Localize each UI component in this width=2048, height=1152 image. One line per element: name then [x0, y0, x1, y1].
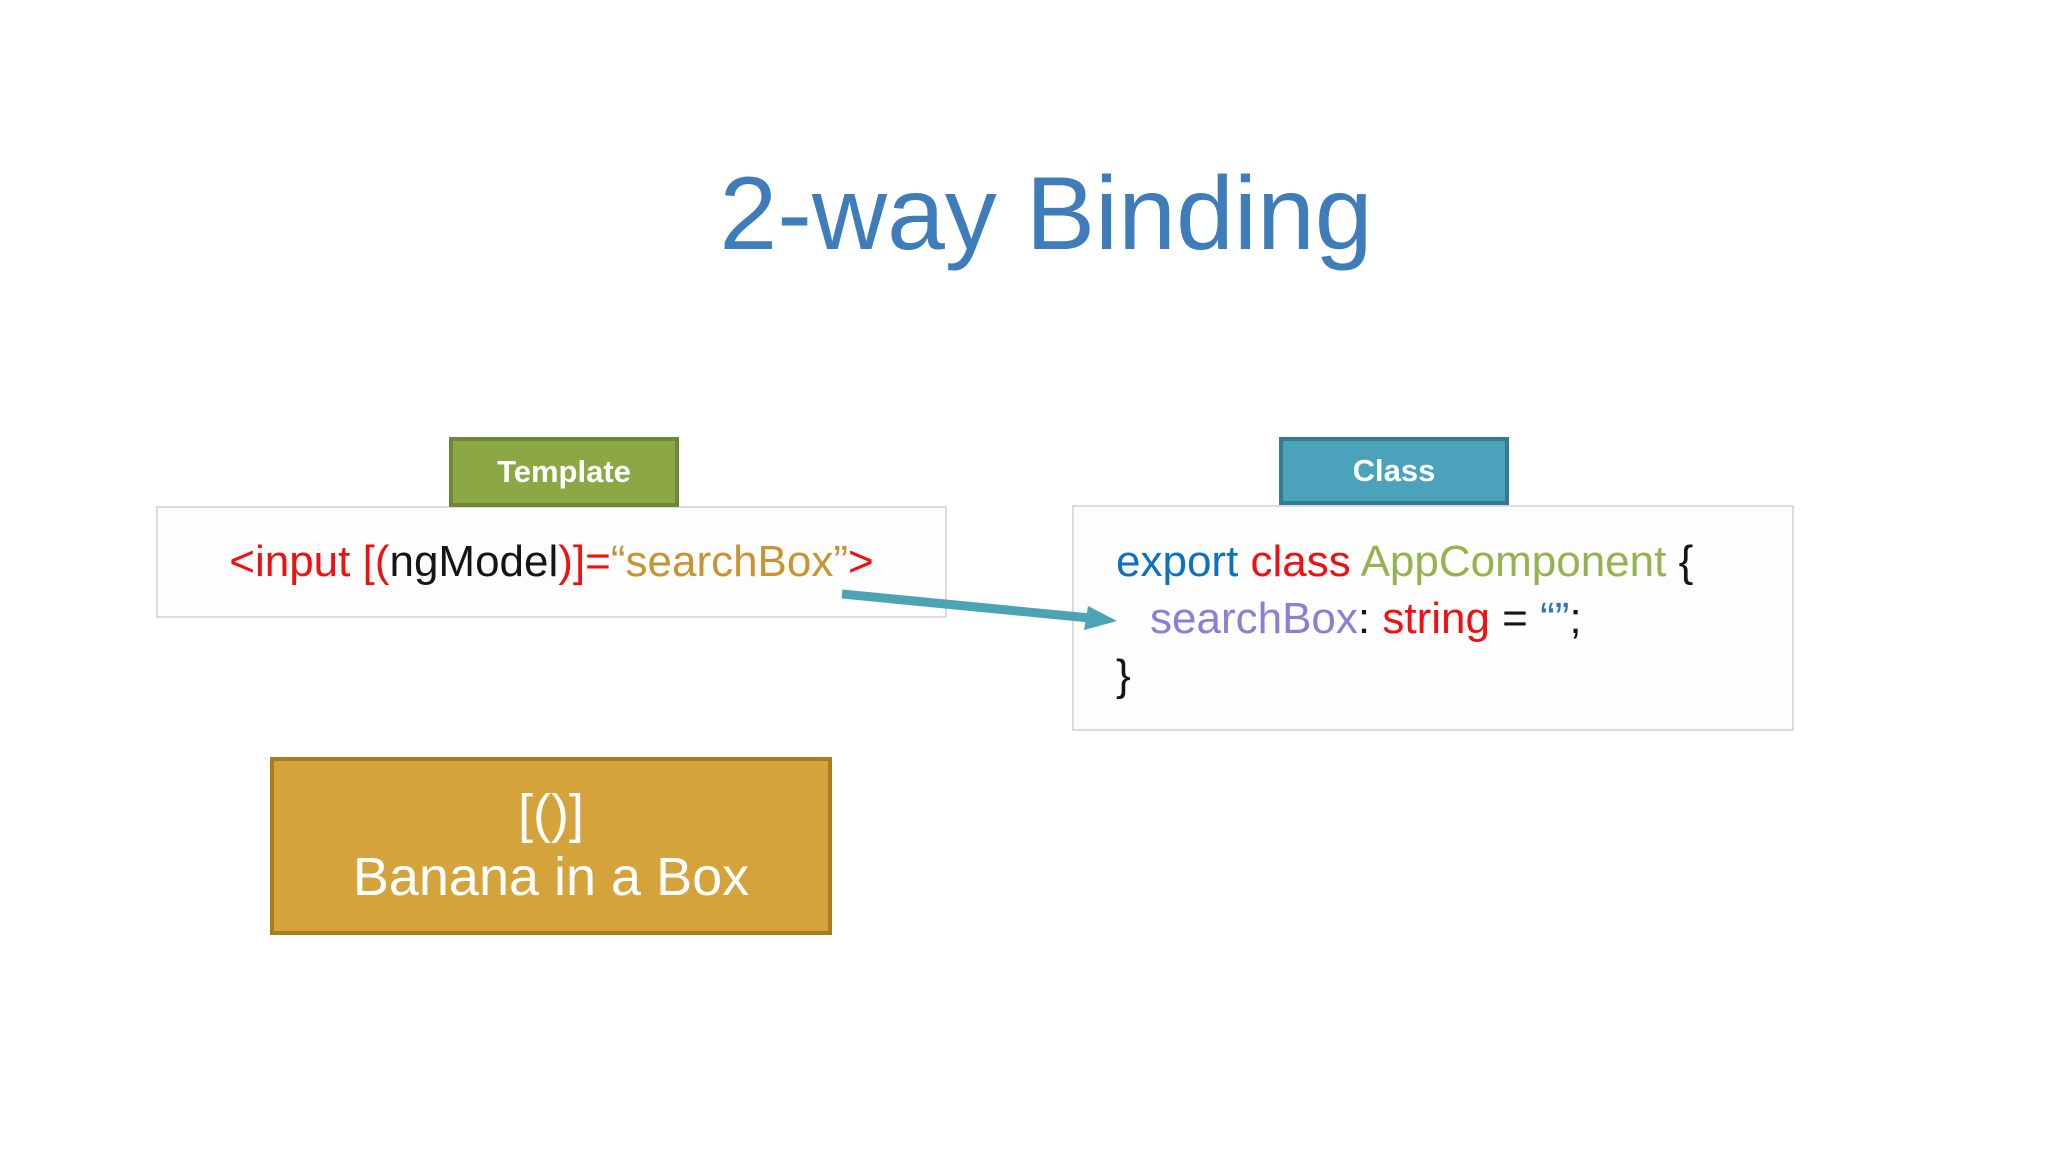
- code-segment: :: [1357, 594, 1383, 643]
- banana-in-a-box-callout: [()] Banana in a Box: [270, 757, 832, 935]
- code-segment: “”: [1540, 594, 1570, 643]
- code-segment: “searchBox”: [610, 537, 849, 586]
- code-segment: =: [1489, 594, 1541, 643]
- banana-symbol: [()]: [518, 784, 584, 844]
- class-code-line: export class AppComponent {: [1116, 533, 1792, 590]
- class-tag: Class: [1279, 437, 1509, 505]
- code-segment: {: [1678, 537, 1694, 586]
- template-code-box: <input [(ngModel)]=“searchBox”>: [156, 506, 947, 618]
- code-segment: )]=: [558, 537, 611, 586]
- code-segment: >: [848, 537, 874, 586]
- template-code-line: <input [(ngModel)]=“searchBox”>: [229, 537, 873, 587]
- banana-caption: Banana in a Box: [352, 847, 750, 907]
- code-segment: searchBox: [1150, 594, 1358, 643]
- class-tag-label: Class: [1352, 453, 1436, 488]
- class-code-line: searchBox: string = “”;: [1116, 590, 1792, 647]
- code-segment: export: [1116, 537, 1251, 586]
- template-tag-label: Template: [497, 454, 631, 489]
- template-tag: Template: [449, 437, 679, 507]
- code-segment: ngModel: [389, 537, 559, 586]
- binding-arrow-icon: [841, 589, 1117, 630]
- class-code-line: }: [1116, 647, 1792, 704]
- code-segment: string: [1382, 594, 1490, 643]
- code-segment: }: [1116, 651, 1131, 700]
- code-segment: AppComponent: [1360, 537, 1679, 586]
- code-segment: <input [(: [229, 537, 390, 586]
- page-title: 2-way Binding: [719, 155, 1373, 272]
- class-code-box: export class AppComponent { searchBox: s…: [1072, 505, 1794, 731]
- code-segment: ;: [1569, 594, 1582, 643]
- code-segment: class: [1250, 537, 1361, 586]
